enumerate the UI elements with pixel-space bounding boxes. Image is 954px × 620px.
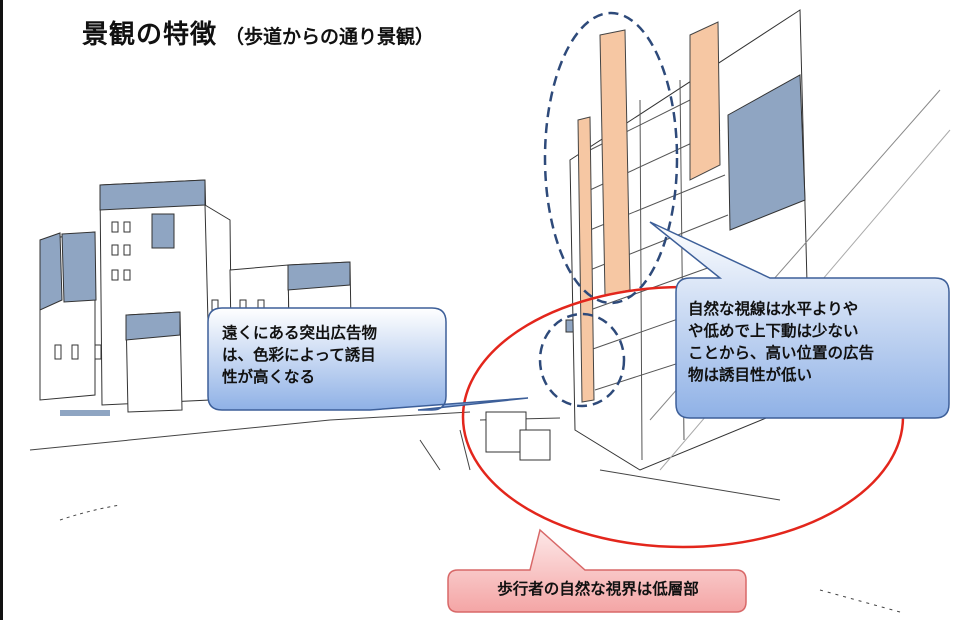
roof-far-left-2 [61, 231, 97, 303]
roof-mid [287, 261, 351, 291]
callout-bottom-text: 歩行者の自然な視界は低層部 [497, 580, 699, 598]
left-border [0, 0, 3, 620]
tower-window-panel [151, 213, 175, 249]
callout-left-line: は、色彩によって誘目 [222, 346, 376, 364]
street-center [485, 319, 577, 461]
callout-right-line: や低めで上下動は少ない [688, 322, 859, 340]
callout-bottom-bubble [447, 528, 747, 613]
callout-right-bubble [649, 221, 950, 419]
roof-tower [99, 179, 206, 211]
sign-upper-right [689, 21, 721, 181]
callout-left-text: 遠くにある突出広告物 は、色彩によって誘目 性が高くなる [222, 322, 447, 388]
projecting-signs [577, 21, 721, 403]
street-lines [29, 411, 901, 613]
title-main: 景観の特徴 [82, 20, 218, 50]
callout-right-line: ことから、高い位置の広告 [688, 344, 875, 362]
callout-right-line: 自然な視線は水平よりや [688, 300, 859, 318]
callout-left-line: 遠くにある突出広告物 [222, 324, 378, 342]
callout-right-line: 物は誘目性が低い [688, 366, 813, 384]
title-sub: （歩道からの通り景観） [225, 26, 435, 48]
dashed-oval-far-sign [538, 312, 626, 408]
far-building [485, 411, 527, 453]
dashed-highlights [538, 11, 679, 408]
facade-blue-panel [727, 74, 806, 231]
sign-tall-1 [599, 29, 631, 296]
sign-tall-2 [577, 116, 595, 403]
callout-left-bubble [207, 307, 529, 411]
callout-right-text: 自然な視線は水平よりや や低めで上下動は少ない ことから、高い位置の広告 物は誘… [688, 298, 943, 386]
roof-front [125, 311, 181, 341]
dashed-oval-high-signs [543, 11, 679, 305]
callout-left-line: 性が高くなる [222, 368, 316, 386]
page-title: 景観の特徴 （歩道からの通り景観） [82, 14, 434, 51]
roof-far-left-1 [39, 232, 63, 311]
